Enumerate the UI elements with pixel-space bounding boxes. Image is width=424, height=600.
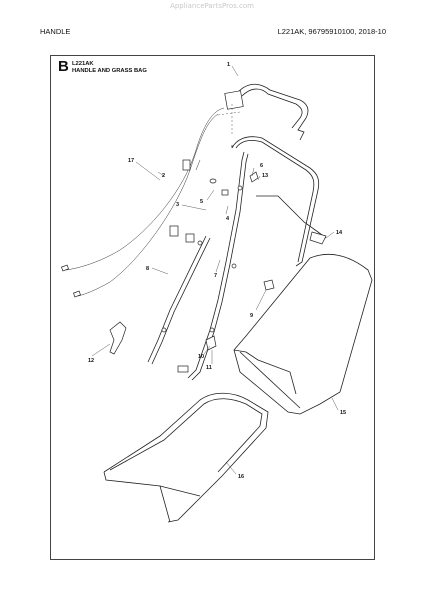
callout-leader-lines [91,65,339,475]
part-grass-bag [233,254,373,415]
callout-5: 5 [200,199,203,205]
callout-6: 6 [260,163,263,169]
part-lever [109,321,127,355]
callout-3: 3 [176,202,179,208]
section-model: L221AK [72,61,94,67]
header-model-info: L221AK, 96795910100, 2018-10 [277,27,386,36]
callout-13: 13 [262,173,268,179]
part-bag-frame [103,392,269,523]
callout-14: 14 [336,230,343,236]
header-section-name: HANDLE [40,27,71,36]
callout-4: 4 [226,216,230,222]
part-small-fittings [169,159,275,373]
part-upper-handle [224,83,309,141]
part-side-bracket [256,195,327,245]
part-cables [61,107,225,298]
callout-7: 7 [214,273,217,279]
callout-11: 11 [206,365,212,371]
assembly-dashed-lines [217,104,241,135]
diagram-frame [50,55,375,560]
callout-17: 17 [128,158,134,164]
part-lower-bar [147,235,211,365]
callout-1: 1 [227,62,230,68]
callout-12: 12 [88,358,94,364]
section-title: HANDLE AND GRASS BAG [72,68,147,74]
callout-16: 16 [238,474,244,480]
callout-10: 10 [198,354,204,360]
section-letter: B [58,58,69,75]
callout-2: 2 [162,173,165,179]
callout-8: 8 [146,266,149,272]
callout-15: 15 [340,410,346,416]
callout-9: 9 [250,313,253,319]
part-lower-handle-frame [187,136,320,381]
watermark: AppliancePartsPros.com [170,2,254,10]
